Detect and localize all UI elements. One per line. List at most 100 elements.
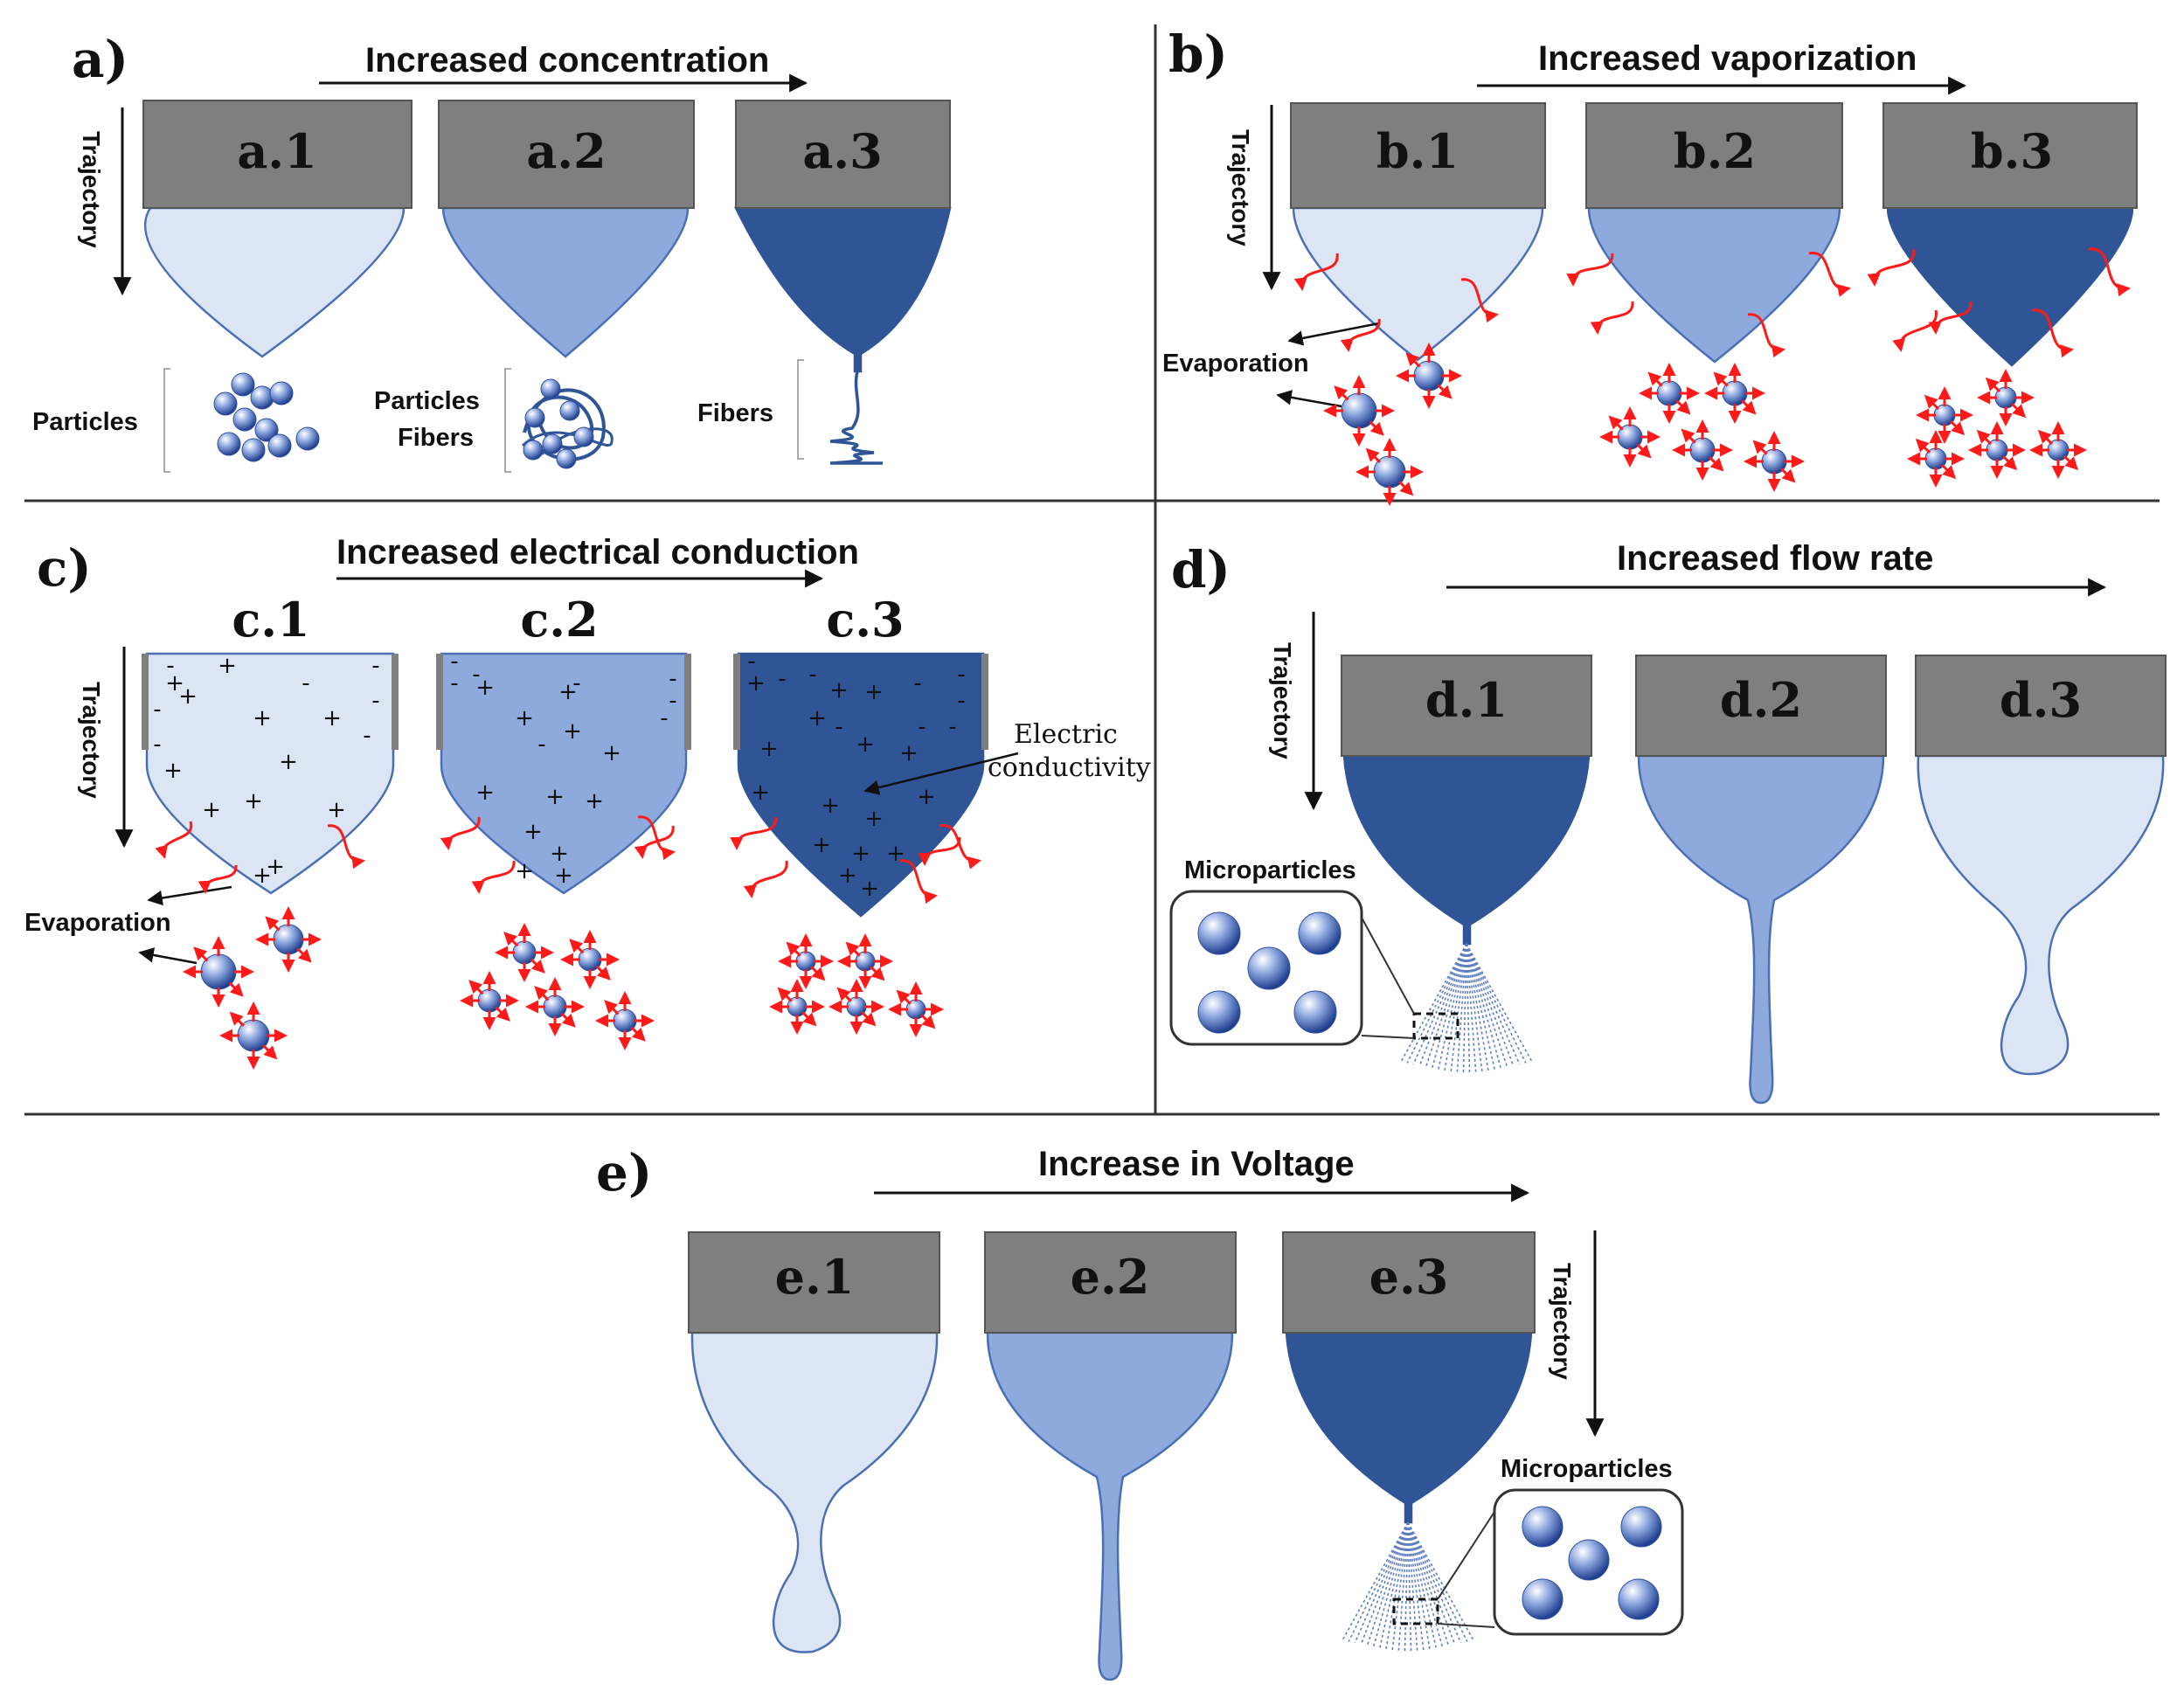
nozzle-body	[1882, 102, 2138, 209]
cone-medium	[441, 206, 690, 358]
nozzle-label-e2: e.2	[1071, 1249, 1150, 1305]
nozzle-body	[1290, 102, 1546, 209]
spray-jet	[1397, 1521, 1409, 1652]
spray-jet	[1466, 943, 1483, 1072]
ion-charge: -	[808, 662, 816, 688]
ion-charge: +	[178, 683, 198, 710]
vapor-arrow	[1405, 352, 1421, 368]
ion-charge: -	[957, 688, 965, 714]
nozzle-label-e3: e.3	[1369, 1249, 1449, 1305]
evaporation-pointer	[138, 947, 198, 965]
ion-charge: +	[322, 705, 342, 731]
nozzle-label-c2: c.2	[520, 592, 598, 648]
spray-jet	[1466, 943, 1508, 1067]
particle-sphere	[1618, 1578, 1660, 1620]
vapor-arrow	[634, 825, 675, 859]
particle-sphere	[523, 440, 544, 461]
ion-charge: -	[669, 688, 676, 714]
nozzle-label-e1: e.1	[775, 1249, 855, 1305]
vapor-arrow	[2088, 247, 2131, 297]
particle-sphere	[254, 418, 279, 442]
ion-charge: +	[218, 653, 237, 679]
vapor-arrow	[1924, 394, 1940, 411]
nozzle-e2: e.2	[984, 1231, 1237, 1681]
particle-sphere	[231, 372, 255, 397]
ion-charge: +	[602, 740, 621, 766]
ion-charge: +	[886, 841, 905, 867]
panel-c-trajectory-label: Trajectory	[78, 682, 105, 799]
vapor-arrow	[1340, 318, 1381, 352]
nozzle-label-b1: b.1	[1376, 123, 1459, 179]
spray-jet	[1444, 943, 1467, 1071]
cone-medium	[1637, 754, 1885, 1105]
spray-jet	[1391, 1521, 1409, 1651]
ion-charge: -	[302, 670, 309, 696]
ion-charge: -	[747, 648, 755, 675]
ion-charge: +	[327, 797, 346, 823]
particle-sphere	[241, 438, 266, 462]
ion-charge: -	[669, 666, 676, 692]
vapor-arrow	[1976, 429, 1993, 446]
cone-light	[143, 206, 406, 358]
vapor-arrow	[228, 981, 244, 997]
ion-charge: +	[864, 806, 884, 832]
nozzle-body	[1585, 102, 1843, 209]
spray-jet	[1407, 1521, 1462, 1644]
vapor-arrow	[530, 958, 545, 974]
particle-sphere	[1247, 946, 1291, 990]
vapor-arrow	[1566, 253, 1614, 287]
panel-a-label: a)	[72, 30, 128, 89]
ion-charge: +	[751, 780, 770, 806]
ion-charge: +	[515, 858, 534, 884]
nozzle-body	[142, 100, 413, 209]
ion-charge: +	[864, 679, 884, 705]
ion-charge: +	[585, 788, 604, 814]
ion-charge: -	[835, 714, 842, 740]
ion-charge: +	[856, 731, 875, 758]
spray-jet	[1418, 943, 1467, 1066]
ion-charge: +	[523, 819, 543, 845]
vapor-arrow	[1590, 301, 1634, 335]
evaporation-pointer	[1276, 390, 1342, 408]
particle-sphere	[1522, 1506, 1563, 1548]
panel-b-heading: Increased vaporization	[1538, 39, 1917, 78]
particle-sphere	[217, 432, 241, 456]
vapor-arrow	[1713, 371, 1729, 387]
product-label-particles: Particles	[32, 408, 138, 436]
product-label-fibers: Fibers	[697, 399, 773, 427]
spray-jet	[1407, 1521, 1444, 1647]
vapor-arrow	[1293, 253, 1339, 291]
spray-jet	[1407, 1521, 1412, 1653]
vapor-arrow	[899, 859, 938, 904]
particle-sphere	[542, 433, 563, 454]
panel-e-label: e)	[596, 1143, 652, 1202]
cone-medium	[986, 1331, 1234, 1681]
spray-jet	[1456, 943, 1467, 1073]
nozzle-a1: a.1	[142, 100, 413, 358]
ion-charge: -	[166, 653, 174, 679]
ion-charge: +	[475, 675, 495, 701]
spray-jet	[1425, 943, 1467, 1067]
spray-jet	[1466, 943, 1502, 1069]
panel-a-concentration: a) Increased concentration Trajectory a.…	[32, 30, 952, 473]
vapor-arrow	[1780, 468, 1796, 483]
nozzle-label-a3: a.3	[802, 123, 882, 179]
vapor-arrow	[229, 1011, 245, 1027]
spray-jet	[1407, 1521, 1468, 1642]
spray-jet	[1404, 1521, 1409, 1653]
nozzle-a3: a.3	[733, 100, 952, 373]
ion-charge: -	[363, 723, 371, 749]
particle-sphere	[295, 426, 320, 451]
panel-e-heading: Increase in Voltage	[1038, 1145, 1355, 1183]
charged-droplets-c	[183, 906, 944, 1070]
nozzle-label-d1: d.1	[1425, 672, 1508, 728]
spray-jet	[1407, 1521, 1437, 1648]
vapor-arrow	[2063, 454, 2079, 471]
ion-charge: +	[759, 736, 779, 762]
vapor-arrow	[637, 815, 676, 861]
ion-charge: +	[812, 832, 831, 858]
vapor-arrow	[1949, 419, 1966, 436]
vapor-arrow	[193, 946, 209, 962]
zoom-line	[1361, 1035, 1415, 1039]
vapor-arrow	[801, 1011, 817, 1027]
